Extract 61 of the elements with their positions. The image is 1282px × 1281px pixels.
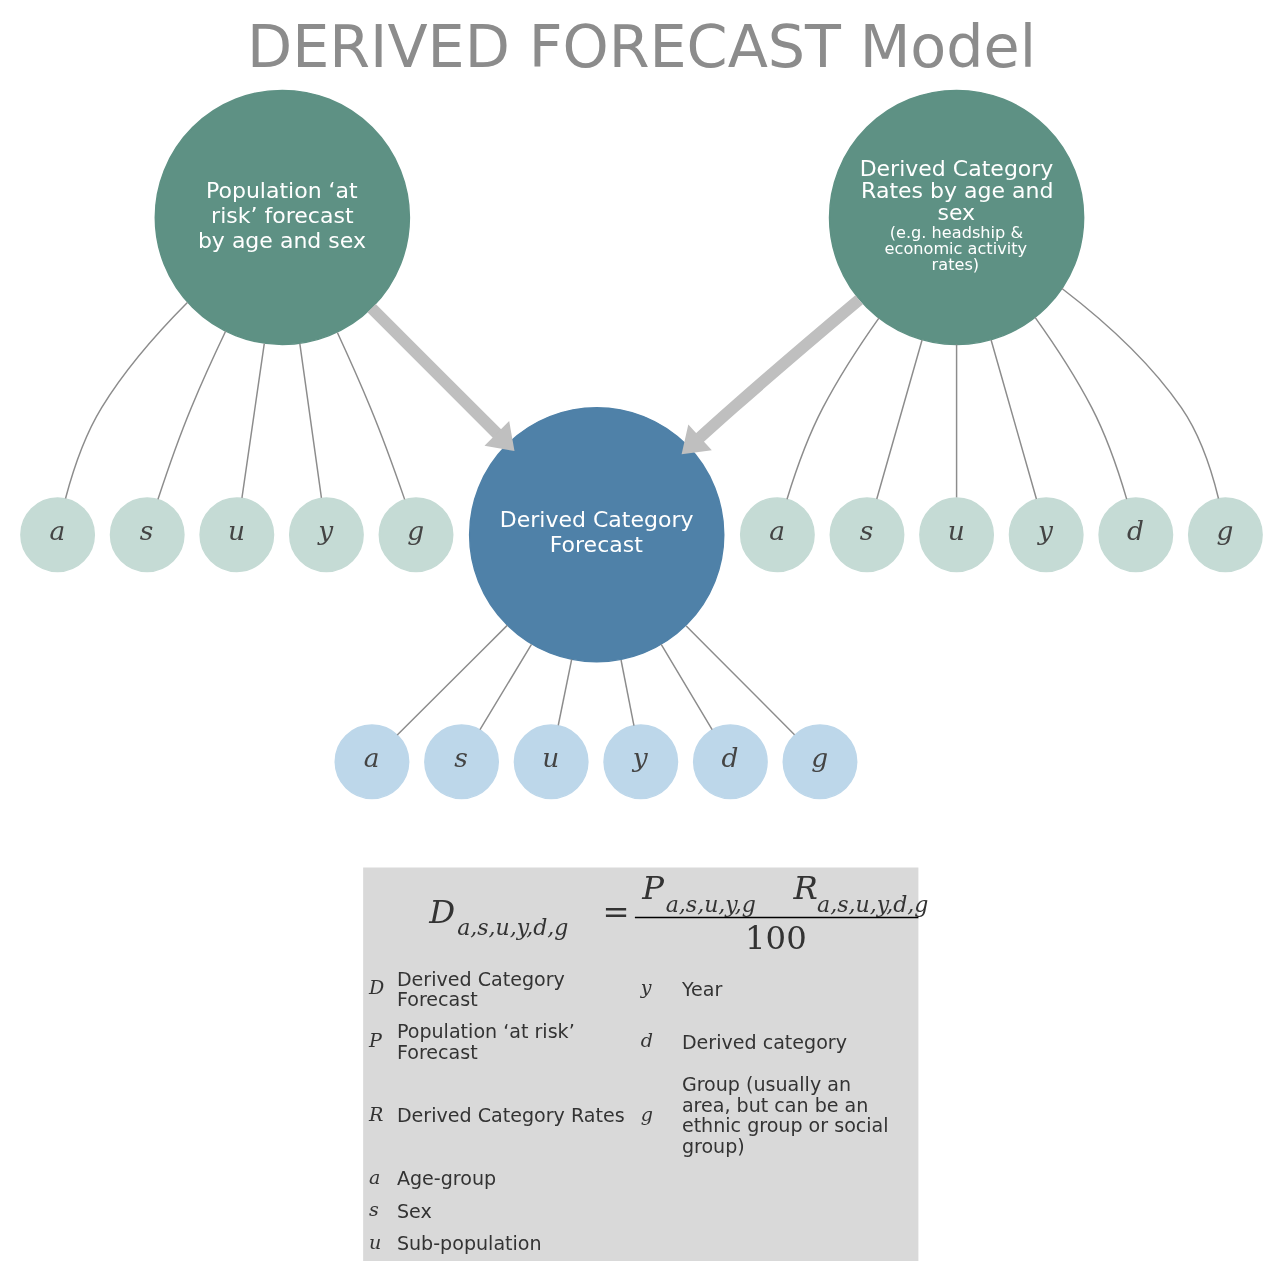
node-circle: g	[378, 497, 453, 573]
label: Year	[681, 977, 722, 1001]
node-circle: s	[109, 497, 185, 573]
label: Derived category	[681, 1030, 847, 1054]
label: R	[368, 1102, 383, 1126]
connector	[685, 625, 795, 736]
node-circle: u	[198, 497, 274, 573]
node-circle: d	[1097, 497, 1173, 573]
node-circle: y	[602, 724, 678, 800]
arrow	[366, 304, 514, 452]
diagram-title: DERIVED FORECAST Model	[246, 11, 1036, 81]
node-circle: u	[513, 724, 589, 800]
node-circle: g	[1187, 497, 1263, 573]
node-circle: s	[829, 497, 904, 573]
connector	[1060, 287, 1219, 500]
connector	[1033, 316, 1127, 500]
label: Sub-population	[396, 1231, 542, 1255]
node-circle: a	[334, 724, 409, 800]
connector	[659, 643, 713, 731]
node-circle: y	[1008, 497, 1084, 573]
connector	[875, 339, 923, 500]
connector	[298, 342, 322, 499]
node-circle: g	[782, 724, 857, 800]
label: D	[368, 976, 384, 1000]
connector	[396, 624, 508, 736]
label: a	[368, 1165, 380, 1189]
label: Population ‘at risk’ Forecast	[396, 1020, 575, 1064]
label: u	[368, 1230, 381, 1254]
node-circle: a	[739, 497, 815, 573]
label: 100	[744, 919, 807, 958]
label: Sex	[396, 1199, 432, 1223]
label: Derived Category Forecast	[396, 967, 565, 1012]
connector	[240, 342, 265, 499]
connector	[478, 643, 532, 731]
node-circle: s	[423, 724, 499, 800]
label: y	[640, 976, 652, 1000]
connector	[619, 659, 635, 727]
label: P	[368, 1029, 382, 1053]
label: Age-group	[396, 1167, 496, 1191]
node-circle: Derived Category Forecast	[468, 406, 724, 663]
label: d	[640, 1029, 653, 1053]
connector	[989, 339, 1037, 500]
connector	[785, 317, 880, 500]
connector	[557, 658, 572, 726]
node-circle: Population ‘at risk’ forecast by age and sex	[154, 89, 410, 346]
node-circle: a	[19, 497, 95, 573]
arrow	[681, 295, 863, 455]
label: P$_{a,s,u,y,g}$ R$_{a,s,u,y,d,g}$	[641, 869, 928, 917]
node-circle: Derived Category Rates by age and sex (e.g. headship & economic activity rates)	[828, 89, 1084, 346]
node-circle: y	[288, 497, 364, 573]
label: Derived Category Rates	[396, 1104, 625, 1128]
label: Group (usually an area, but can be an ethnic group or social group)	[681, 1073, 889, 1159]
label: g	[640, 1102, 653, 1126]
label: D$_{a,s,u,y,d,g}$ =	[428, 892, 630, 941]
connector	[64, 301, 188, 500]
label: s	[368, 1198, 379, 1222]
node-circle: d	[692, 724, 768, 800]
connector	[156, 330, 226, 501]
connector	[955, 343, 957, 499]
node-circle: u	[918, 497, 994, 573]
connector	[336, 331, 405, 501]
